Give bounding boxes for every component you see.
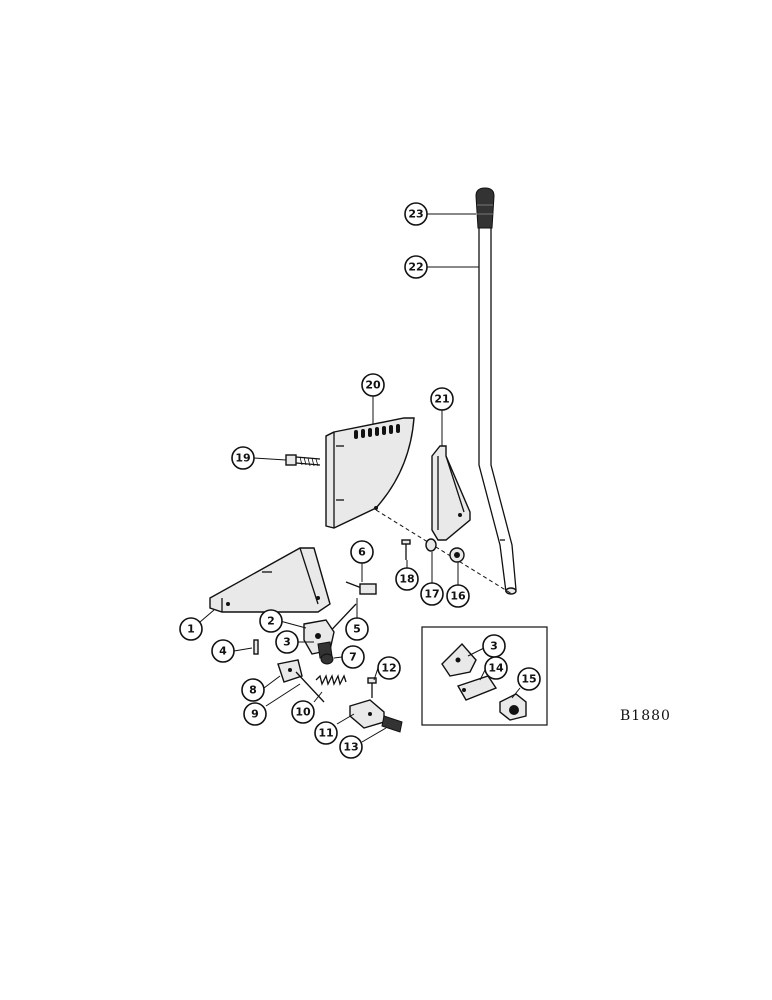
svg-text:2: 2 (267, 615, 275, 628)
shift-lever (277, 659, 325, 703)
mounting-plate (209, 547, 331, 613)
svg-text:11: 11 (318, 727, 333, 740)
threaded-stud (381, 715, 403, 733)
callout-6: 6 (350, 540, 374, 564)
svg-text:13: 13 (343, 741, 358, 754)
svg-text:4: 4 (219, 645, 227, 658)
svg-text:12: 12 (381, 662, 396, 675)
callout-22: 22 (404, 255, 428, 279)
callout-1: 1 (179, 617, 203, 641)
spring (315, 674, 347, 686)
callout-20: 20 (361, 373, 385, 397)
callout-13: 13 (339, 735, 363, 759)
washer (425, 538, 437, 552)
callout-7: 7 (341, 645, 365, 669)
quadrant-plate (325, 417, 415, 529)
pin (401, 539, 411, 560)
callout-2: 2 (259, 609, 283, 633)
clevis-block (349, 699, 385, 729)
callout-9: 9 (243, 702, 267, 726)
callout-23: 23 (404, 202, 428, 226)
svg-text:5: 5 (353, 623, 361, 636)
svg-text:1: 1 (187, 623, 195, 636)
callout-19: 19 (231, 446, 255, 470)
svg-text:10: 10 (295, 706, 311, 719)
svg-text:6: 6 (358, 546, 366, 559)
bushing (449, 547, 465, 563)
svg-text:17: 17 (424, 588, 439, 601)
callout-3: 3 (275, 630, 299, 654)
svg-text:22: 22 (408, 261, 423, 274)
svg-text:3: 3 (283, 636, 291, 649)
small-pin (253, 639, 259, 655)
svg-text:14: 14 (488, 662, 504, 675)
svg-text:18: 18 (399, 573, 414, 586)
svg-text:20: 20 (365, 379, 381, 392)
small-bolt (367, 677, 377, 698)
callout-21: 21 (430, 387, 454, 411)
bolt (285, 454, 321, 467)
svg-text:15: 15 (521, 673, 536, 686)
callout-3-inset: 3 (482, 634, 506, 658)
svg-text:9: 9 (251, 708, 259, 721)
lever-rod (478, 228, 517, 595)
callout-4: 4 (211, 639, 235, 663)
svg-text:23: 23 (408, 208, 423, 221)
callout-18: 18 (395, 567, 419, 591)
figure-id: B1880 (620, 708, 671, 724)
callout-5: 5 (345, 617, 369, 641)
callout-12: 12 (377, 656, 401, 680)
callout-10: 10 (291, 700, 315, 724)
inset-detail (421, 626, 548, 726)
callout-17: 17 (420, 582, 444, 606)
callout-15: 15 (517, 667, 541, 691)
svg-text:19: 19 (235, 452, 250, 465)
handle-grip (475, 187, 495, 229)
svg-text:8: 8 (249, 684, 257, 697)
svg-text:7: 7 (349, 651, 357, 664)
svg-text:3: 3 (490, 640, 498, 653)
callout-8: 8 (241, 678, 265, 702)
svg-text:16: 16 (450, 590, 466, 603)
lever-bracket (431, 445, 471, 541)
callout-16: 16 (446, 584, 470, 608)
leader-lines (199, 213, 521, 743)
roller (320, 653, 334, 665)
arm-assembly (303, 619, 335, 659)
callout-11: 11 (314, 721, 338, 745)
svg-text:21: 21 (434, 393, 449, 406)
callout-14: 14 (484, 656, 508, 680)
